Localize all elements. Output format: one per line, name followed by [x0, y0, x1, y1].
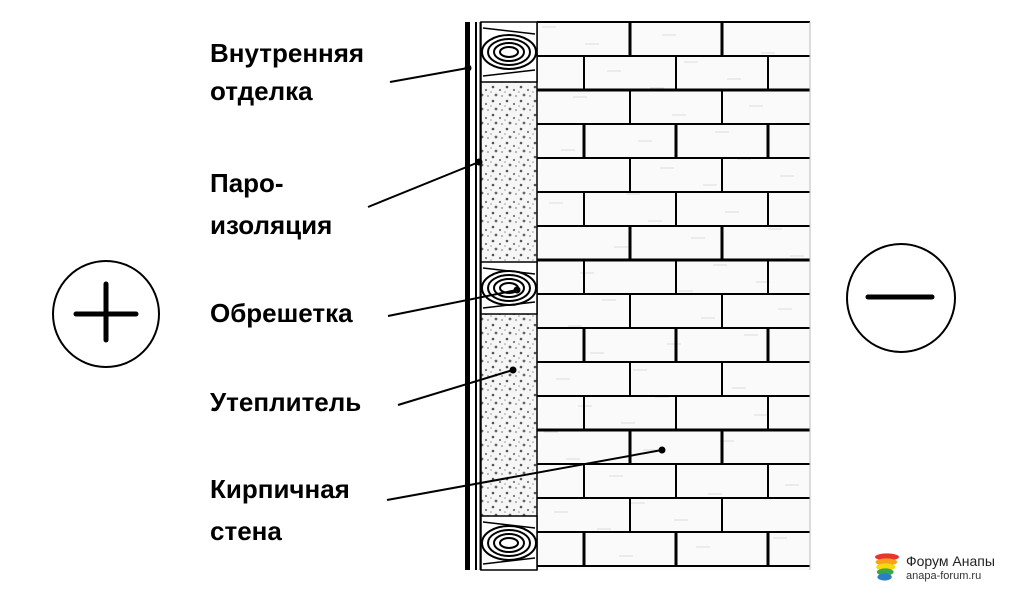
leader-brick-wall: [386, 449, 663, 501]
label-battens-line1: Обрешетка: [210, 298, 353, 328]
brick-wall: [537, 21, 811, 570]
leader-lines: [367, 64, 666, 501]
battens-layer: [480, 21, 538, 571]
leader-insulation: [397, 369, 514, 406]
leader-vapor-barrier: [367, 161, 480, 208]
batten-block: [480, 515, 538, 571]
watermark-title: Форум Анапы: [906, 553, 995, 569]
batten-block: [480, 21, 538, 83]
leader-interior-finish: [389, 67, 469, 83]
label-vapor-barrier-line1: Паро-: [210, 168, 284, 198]
label-vapor-barrier: Паро- изоляция: [210, 168, 332, 240]
label-interior-finish-line1: Внутренняя: [210, 38, 365, 68]
label-interior-finish: Внутренняя отделка: [210, 38, 364, 106]
cold-side-minus-icon: [846, 243, 956, 353]
label-insulation-line1: Утеплитель: [210, 387, 362, 417]
label-brick-wall-line1: Кирпичная: [210, 474, 350, 504]
interior-finish-layer: [465, 22, 481, 570]
label-vapor-barrier-line2: изоляция: [210, 210, 333, 240]
label-brick-wall-line2: стена: [210, 516, 282, 546]
warm-side-plus-icon: [52, 260, 160, 368]
label-brick-wall: Кирпичная стена: [210, 474, 350, 546]
label-battens: Обрешетка: [210, 298, 353, 328]
forum-logo-icon: [875, 553, 899, 581]
label-interior-finish-line2: отделка: [210, 76, 313, 106]
label-insulation: Утеплитель: [210, 387, 361, 417]
watermark-url: anapa-forum.ru: [906, 570, 982, 582]
batten-block: [480, 261, 538, 315]
leader-battens: [387, 289, 518, 317]
